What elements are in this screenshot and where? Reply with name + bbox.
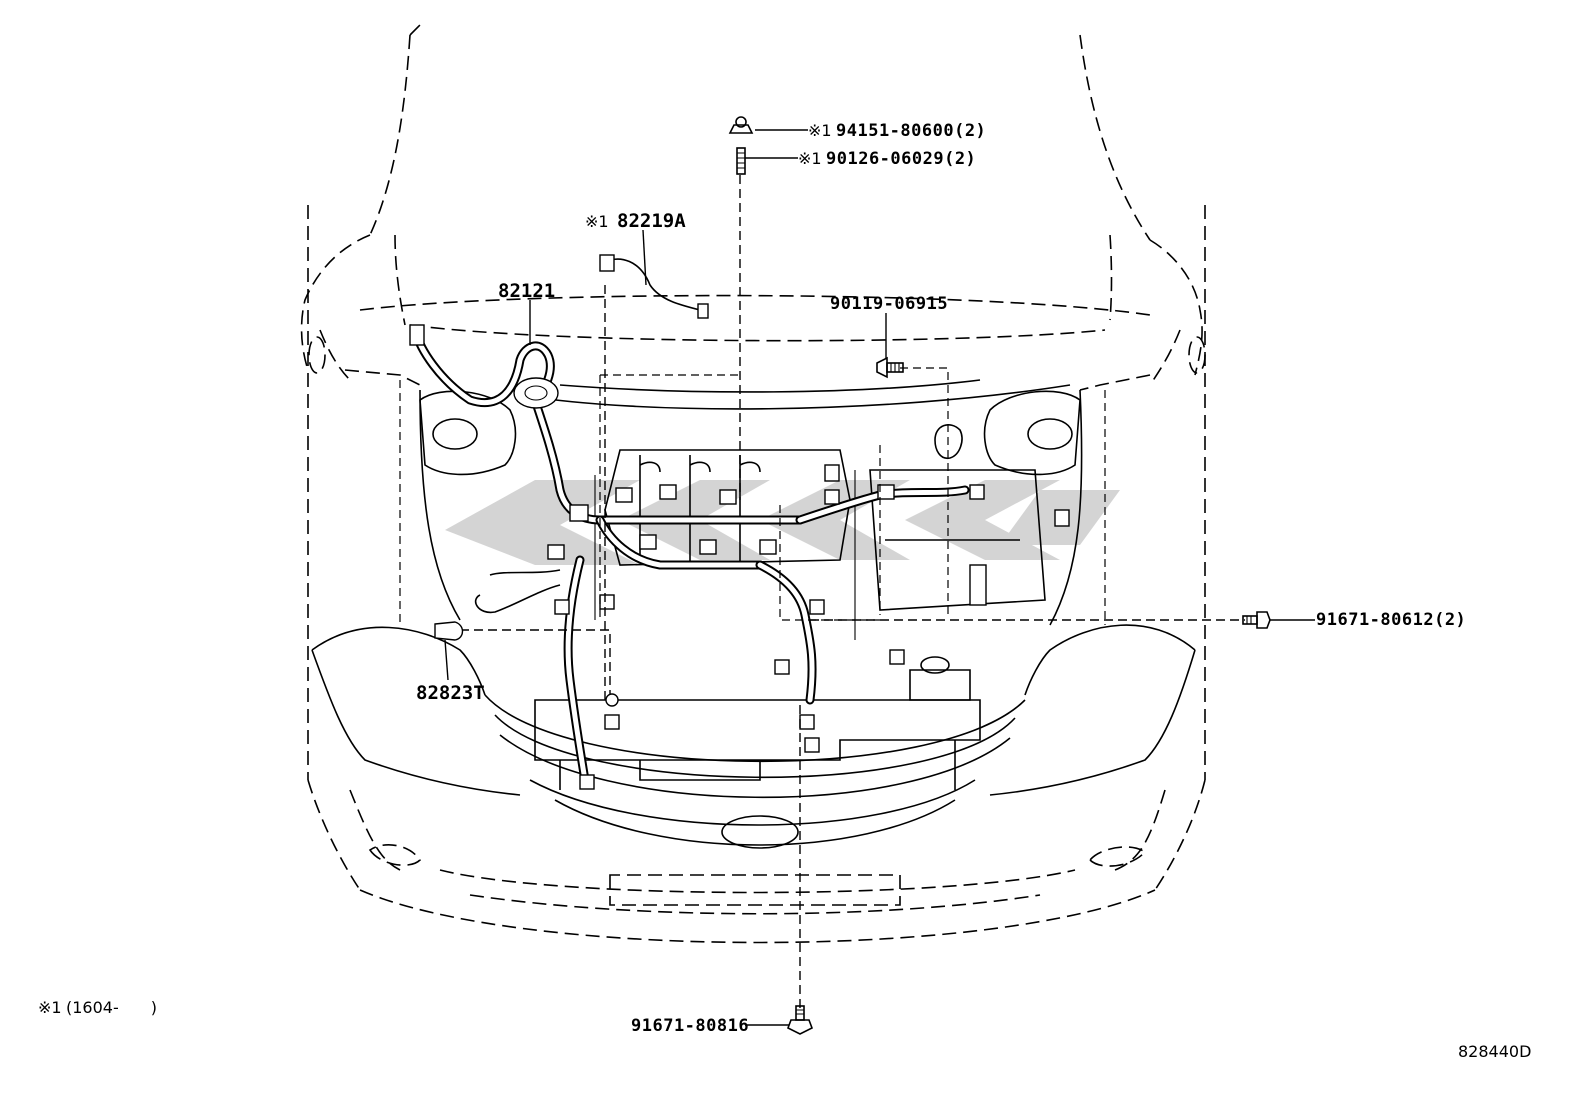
flange-bolt-icon [876,356,904,379]
wire-82219A-part [599,254,709,319]
clip-icon [605,693,619,707]
callout-90119-part: 90119-06915 [830,294,948,314]
callout-82121-part: 82121 [498,280,555,302]
connector-82823T-icon [434,621,464,641]
callout-91671-80816-part: 91671-80816 [631,1016,749,1036]
position-guides [399,175,1245,1012]
hex-bolt-vertical-icon [786,1005,814,1035]
callout-91671-80612-part: 91671-80612(2) [1316,610,1466,630]
engine-bay [419,379,1083,790]
diagram-code: 828440D [1458,1042,1531,1061]
stud-bolt-icon [736,147,746,175]
leader-lines [444,129,1315,1026]
callout-94151-part: 94151-80600(2) [836,121,986,141]
hex-bolt-icon [1242,611,1271,629]
callout-90126-mark: ※1 [798,149,822,168]
fasteners [434,116,1271,1035]
callout-90126-part: 90126-06029(2) [826,149,976,169]
engine-wire-harness [409,324,1070,790]
callout-labels: ※1 94151-80600(2) ※1 90126-06029(2) ※1 8… [416,121,1466,1036]
callout-82219A-mark: ※1 [585,212,609,231]
callout-82219A-part: 82219A [617,210,686,232]
front-fascia [311,624,1196,849]
footnote-text: (1604- ) [66,998,157,1017]
callout-82823T-part: 82823T [416,682,485,704]
callout-94151-mark: ※1 [808,121,832,140]
car-body-outline [300,24,1206,944]
flange-nut-icon [728,116,754,134]
footnote-mark: ※1 [38,998,62,1017]
footnote: ※1 (1604- ) [38,998,157,1017]
